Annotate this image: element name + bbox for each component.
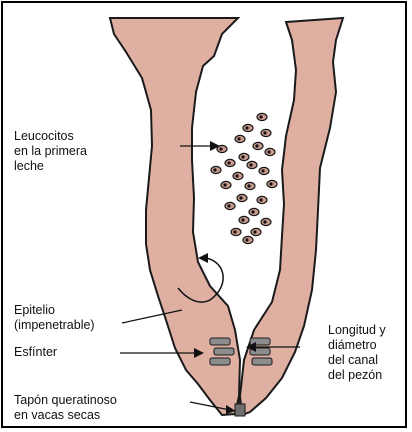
sphincter-block (214, 348, 234, 355)
label-leukocytes-line-3: leche (14, 159, 87, 174)
epithelium-arrowhead (198, 253, 208, 263)
keratin-plug (235, 404, 245, 416)
label-canal-size: Longitud y diámetro del canal del pezón (328, 323, 386, 383)
label-sphincter-line-1: Esfínter (14, 345, 57, 360)
leukocyte-nucleus (249, 163, 252, 166)
leukocyte-nucleus (235, 174, 238, 177)
label-keratin-plug-line-1: Tapón queratinoso (14, 393, 117, 408)
sphincter-muscle (210, 338, 272, 365)
leukocyte-nucleus (241, 155, 244, 158)
label-leukocytes-line-2: en la primera (14, 144, 87, 159)
leukocyte-nucleus (245, 238, 248, 241)
label-epithelium-line-2: (impenetrable) (14, 318, 95, 333)
leukocyte-nucleus (263, 220, 266, 223)
leukocyte-nucleus (237, 137, 240, 140)
leukocyte-nucleus (223, 183, 226, 186)
leukocyte-nucleus (255, 144, 258, 147)
leukocyte-nucleus (261, 169, 264, 172)
label-canal-size-line-3: del canal (328, 353, 386, 368)
leukocyte-nucleus (227, 161, 230, 164)
label-canal-size-line-4: del pezón (328, 368, 386, 383)
leukocyte-nucleus (267, 150, 270, 153)
label-leukocytes-line-1: Leucocitos (14, 129, 87, 144)
leukocyte-nucleus (253, 230, 256, 233)
label-leukocytes: Leucocitos en la primera leche (14, 129, 87, 174)
leukocyte-nucleus (227, 204, 230, 207)
leukocyte-nucleus (239, 196, 242, 199)
leukocyte-nucleus (219, 147, 222, 150)
leukocyte-nucleus (241, 218, 244, 221)
label-keratin-plug-line-2: en vacas secas (14, 408, 117, 423)
leukocyte-nucleus (251, 210, 254, 213)
leukocyte-nucleus (245, 126, 248, 129)
leukocyte-nucleus (269, 182, 272, 185)
label-canal-size-line-1: Longitud y (328, 323, 386, 338)
label-epithelium-line-1: Epitelio (14, 303, 95, 318)
label-keratin-plug: Tapón queratinoso en vacas secas (14, 393, 117, 423)
label-epithelium: Epitelio (impenetrable) (14, 303, 95, 333)
leukocyte-nucleus (259, 198, 262, 201)
label-sphincter: Esfínter (14, 345, 57, 360)
leukocyte-nucleus (233, 230, 236, 233)
leukocyte-nucleus (247, 184, 250, 187)
label-canal-size-line-2: diámetro (328, 338, 386, 353)
sphincter-block (210, 338, 230, 345)
leukocyte-nucleus (213, 168, 216, 171)
sphincter-block (252, 358, 272, 365)
leukocyte-cluster (211, 113, 277, 243)
leukocyte-nucleus (259, 115, 262, 118)
sphincter-block (210, 358, 230, 365)
leukocyte-nucleus (263, 131, 266, 134)
